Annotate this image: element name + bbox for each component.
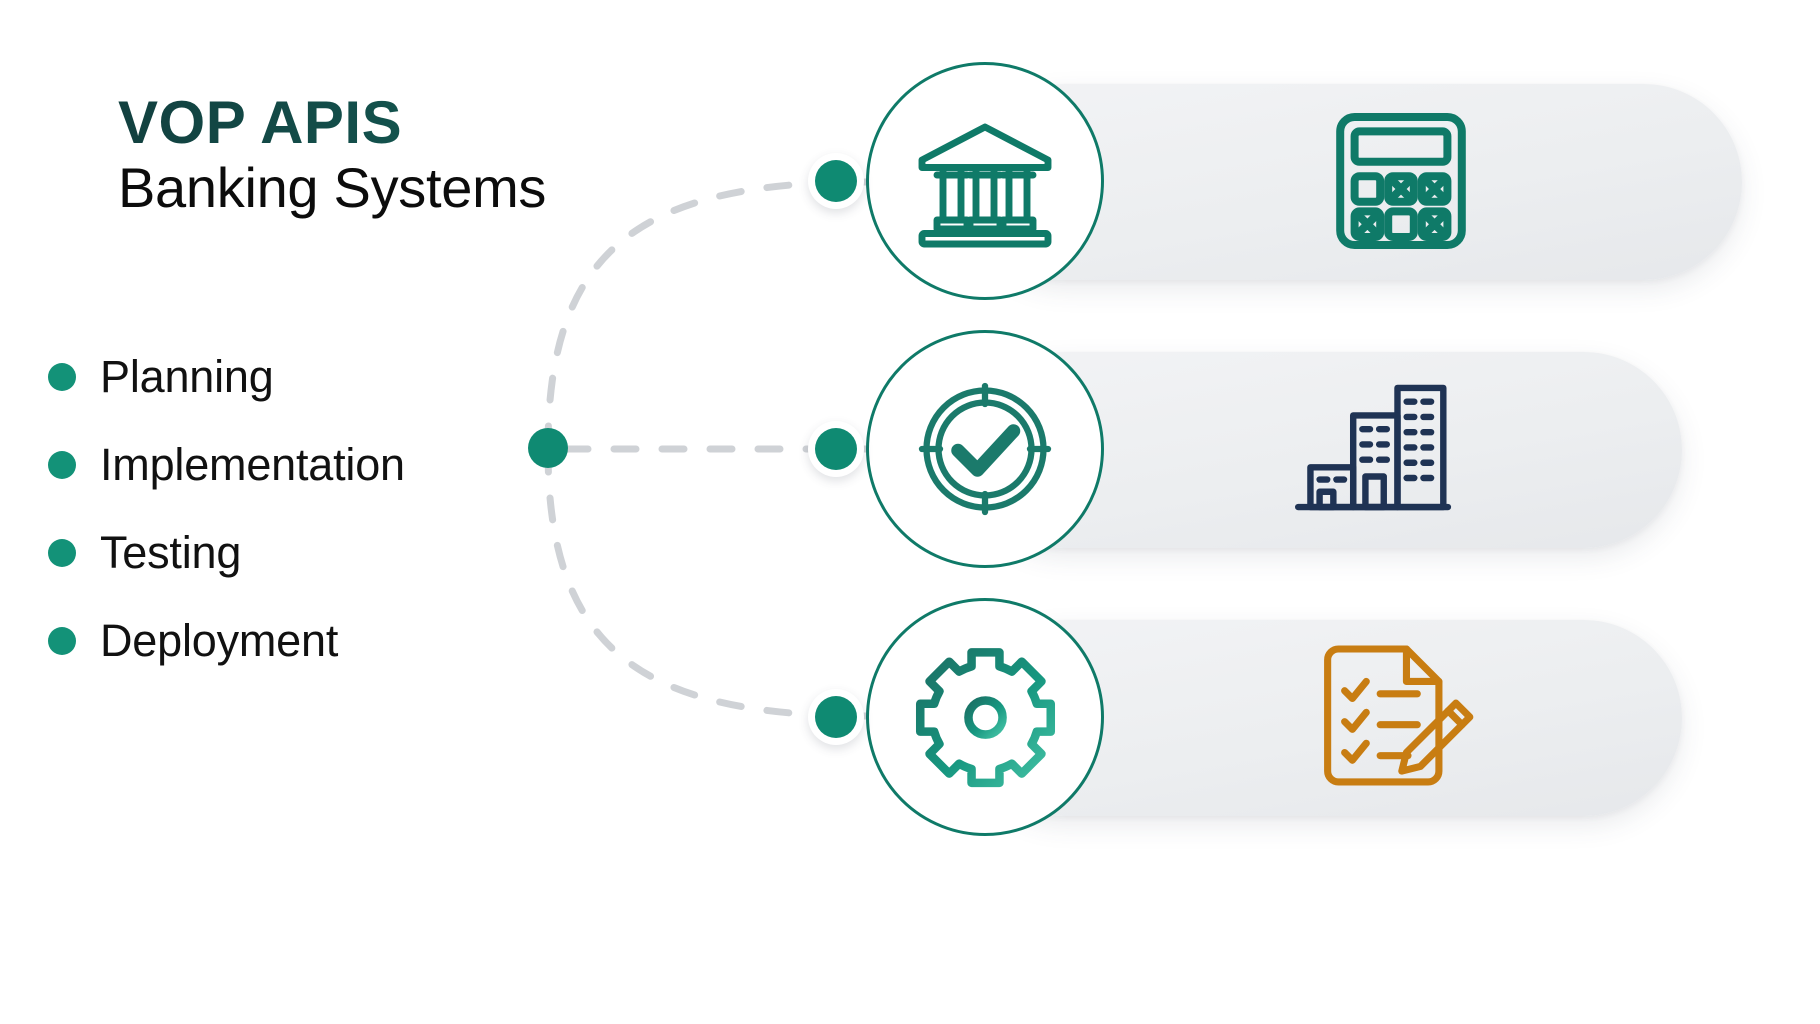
row-1-connector-node[interactable] — [808, 153, 864, 209]
calculator-icon — [1336, 113, 1466, 249]
list-item-label: Deployment — [100, 615, 339, 666]
row-2 — [808, 330, 1682, 568]
row-2-icon-circle[interactable] — [866, 330, 1104, 568]
bank-icon — [918, 123, 1052, 248]
check-mark-icon — [1341, 708, 1370, 733]
checklist-document-pencil-icon — [1324, 645, 1474, 786]
connector-hub-node[interactable] — [528, 428, 568, 468]
bullet-dot-icon — [48, 363, 76, 391]
page-title: VOP APIS — [118, 92, 638, 153]
row-3-icon-circle[interactable] — [866, 598, 1104, 836]
target-check-icon — [918, 382, 1052, 516]
bullet-dot-icon — [48, 451, 76, 479]
gear-icon — [915, 647, 1055, 787]
list-item: Implementation — [48, 421, 608, 509]
phase-list: Planning Implementation Testing Deployme… — [48, 333, 608, 685]
list-item: Testing — [48, 509, 608, 597]
list-item-label: Planning — [100, 351, 274, 402]
bullet-dot-icon — [48, 539, 76, 567]
bullet-dot-icon — [48, 627, 76, 655]
row-3-connector-node[interactable] — [808, 689, 864, 745]
office-buildings-icon — [1295, 384, 1452, 511]
list-item-label: Implementation — [100, 439, 405, 490]
title-block: VOP APIS Banking Systems — [118, 92, 638, 220]
list-item-label: Testing — [100, 527, 242, 578]
check-mark-icon — [1341, 739, 1370, 764]
page-subtitle: Banking Systems — [118, 156, 547, 220]
left-panel: VOP APIS Banking Systems Planning Implem… — [0, 0, 640, 1024]
row-1 — [808, 62, 1742, 300]
row-1-icon-circle[interactable] — [866, 62, 1104, 300]
pencil-icon — [1398, 699, 1474, 775]
check-mark-icon — [1341, 677, 1370, 703]
list-item: Planning — [48, 333, 608, 421]
list-item: Deployment — [48, 597, 608, 685]
row-2-connector-node[interactable] — [808, 421, 864, 477]
row-3 — [808, 598, 1682, 836]
check-mark-icon — [951, 424, 1021, 477]
